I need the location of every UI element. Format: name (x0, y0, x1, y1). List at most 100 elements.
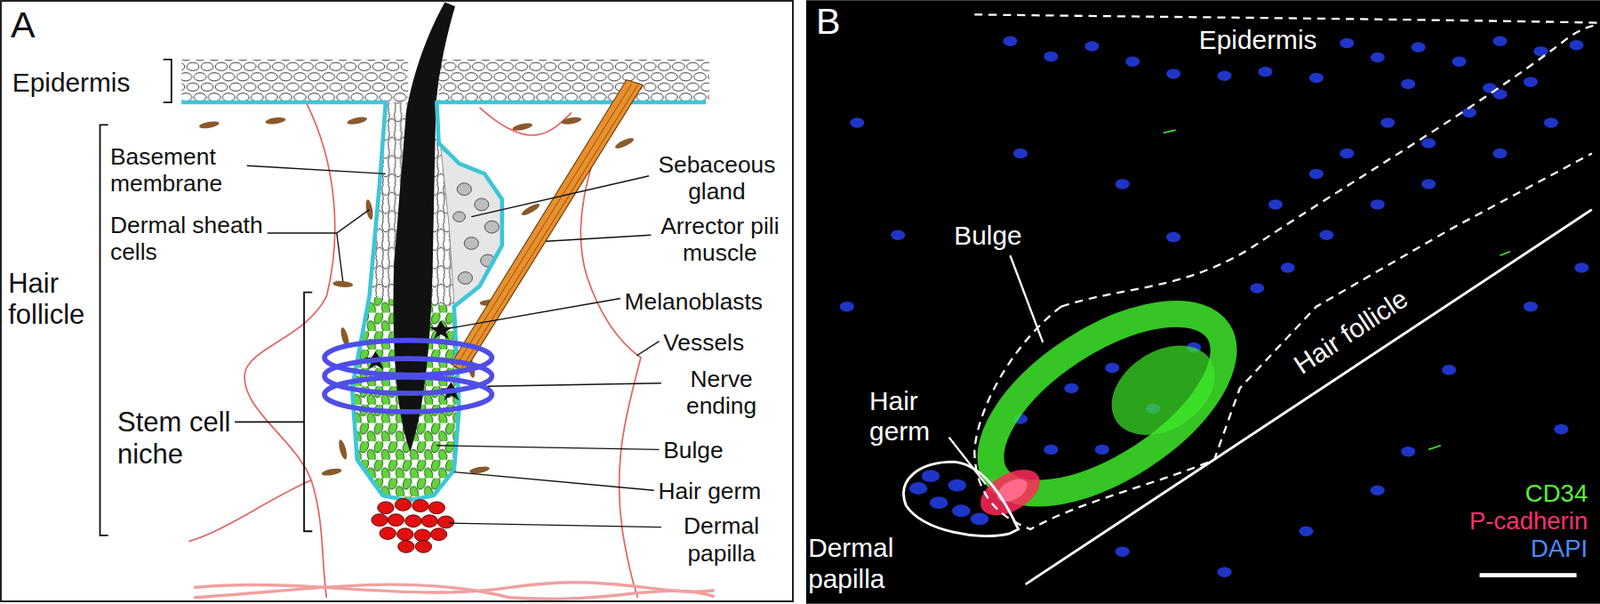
dapi-nuclei (1339, 38, 1354, 48)
part-label: Epidermis (12, 67, 131, 98)
sebaceous-gland (440, 148, 503, 305)
dapi-nuclei (1166, 68, 1181, 79)
stain-label: CD34 (1525, 480, 1588, 507)
part-label: Hair follicle (8, 267, 100, 331)
vessel-network (188, 102, 714, 599)
part-label: Epidermis (1199, 24, 1318, 56)
sebaceous-gland (464, 237, 479, 250)
leader-line (267, 209, 370, 233)
leader-line (436, 445, 659, 450)
epidermis-cells (181, 59, 408, 103)
dapi-nuclei (1095, 444, 1110, 455)
dapi-nuclei (1249, 282, 1264, 293)
cd34-stain (961, 129, 1511, 529)
dapi-nuclei (1400, 79, 1416, 89)
part-label: Hair germ (657, 477, 761, 504)
dapi-nuclei (840, 301, 855, 312)
part-label: Dermal sheath cells (110, 211, 284, 266)
dapi-nuclei (1115, 545, 1130, 556)
dapi-nuclei (849, 117, 864, 128)
dashed-outline (1061, 24, 1598, 307)
dapi-nuclei (1523, 76, 1538, 87)
dapi-nuclei (1217, 70, 1232, 80)
dapi-nuclei (1492, 35, 1507, 46)
sebaceous-gland (440, 148, 503, 305)
leader-line (448, 522, 662, 528)
leader-line (545, 234, 651, 241)
dapi-nuclei (1319, 230, 1334, 240)
nerve-ending (324, 340, 492, 412)
dapi-nuclei (970, 512, 990, 526)
dapi-nuclei (1370, 485, 1385, 496)
part-label: Dermal papilla (664, 512, 777, 567)
white-outline (1025, 209, 1592, 584)
dermal-papilla-cells (412, 499, 429, 512)
dapi-nuclei (1569, 40, 1584, 50)
dashed-outline (974, 14, 1597, 23)
epidermis-cells (439, 59, 710, 103)
dapi-nuclei (1553, 424, 1568, 434)
part-label: Hair germ (869, 385, 946, 448)
dapi-nuclei (1002, 35, 1017, 46)
dapi-nuclei (1421, 178, 1436, 189)
nerve-ending (324, 376, 492, 412)
dapi-nuclei (929, 496, 949, 509)
dermal-sheath-cells (520, 201, 541, 217)
dermal-papilla-cells (377, 501, 394, 514)
dapi-nuclei (1125, 56, 1140, 66)
dapi-nuclei (921, 469, 941, 482)
sebaceous-gland (453, 211, 466, 222)
part-label: Dermal papilla (808, 532, 911, 594)
leader-line (454, 472, 655, 491)
dermal-papilla-cells (430, 528, 447, 541)
dapi-nuclei (1268, 199, 1283, 209)
dermal-sheath-cells (198, 120, 220, 130)
stain-label: P-cadherin (1469, 507, 1588, 535)
hair-shaft (393, 2, 456, 452)
dermal-sheath-cells (560, 115, 583, 126)
white-outline (1009, 255, 1043, 343)
vessel-network (580, 102, 641, 598)
dermal-papilla-cells (387, 513, 404, 527)
leader-line (636, 341, 659, 356)
dermal-papilla-cells (371, 497, 455, 552)
arrector-pili-muscle (456, 83, 632, 366)
dermal-papilla-cells (428, 501, 445, 514)
part-label: Stem cell niche (117, 406, 261, 470)
micrograph-ground (806, 0, 1600, 603)
dermal-sheath-cells (346, 115, 368, 127)
dapi-nuclei (947, 479, 967, 492)
dapi-nuclei (1166, 232, 1181, 242)
dapi-nuclei (1452, 56, 1467, 66)
dapi-nuclei (840, 35, 1590, 576)
dapi-nuclei (1309, 72, 1324, 83)
dapi-nuclei (1574, 262, 1589, 272)
dermal-sheath-cells (614, 136, 636, 151)
part-label: Sebaceous gland (653, 151, 781, 206)
dapi-nuclei (1339, 148, 1354, 159)
dapi-nuclei (1400, 446, 1416, 456)
panel-letter: A (10, 5, 36, 46)
dapi-nuclei (1115, 178, 1130, 189)
leader-line (488, 383, 662, 386)
leader-line (247, 165, 386, 174)
vessel-network (193, 584, 714, 599)
dermal-papilla-cells (437, 515, 454, 528)
dapi-nuclei (1257, 66, 1272, 77)
bracket (234, 420, 304, 423)
panel-letter: B (816, 1, 841, 42)
vessel-network (244, 102, 336, 598)
dapi-nuclei (1064, 383, 1079, 393)
dapi-nuclei (1309, 168, 1324, 179)
stain-label: DAPI (1530, 535, 1588, 562)
dermal-sheath-cells (320, 466, 343, 477)
vessel-network (480, 107, 572, 136)
dermal-sheath-cells (264, 116, 287, 126)
white-outline (949, 437, 986, 485)
dapi-nuclei (1217, 566, 1232, 576)
leader-line (336, 232, 344, 281)
dapi-nuclei (1380, 117, 1395, 128)
dermal-papilla-cells (398, 540, 415, 553)
dermal-papilla-cells (379, 527, 396, 540)
